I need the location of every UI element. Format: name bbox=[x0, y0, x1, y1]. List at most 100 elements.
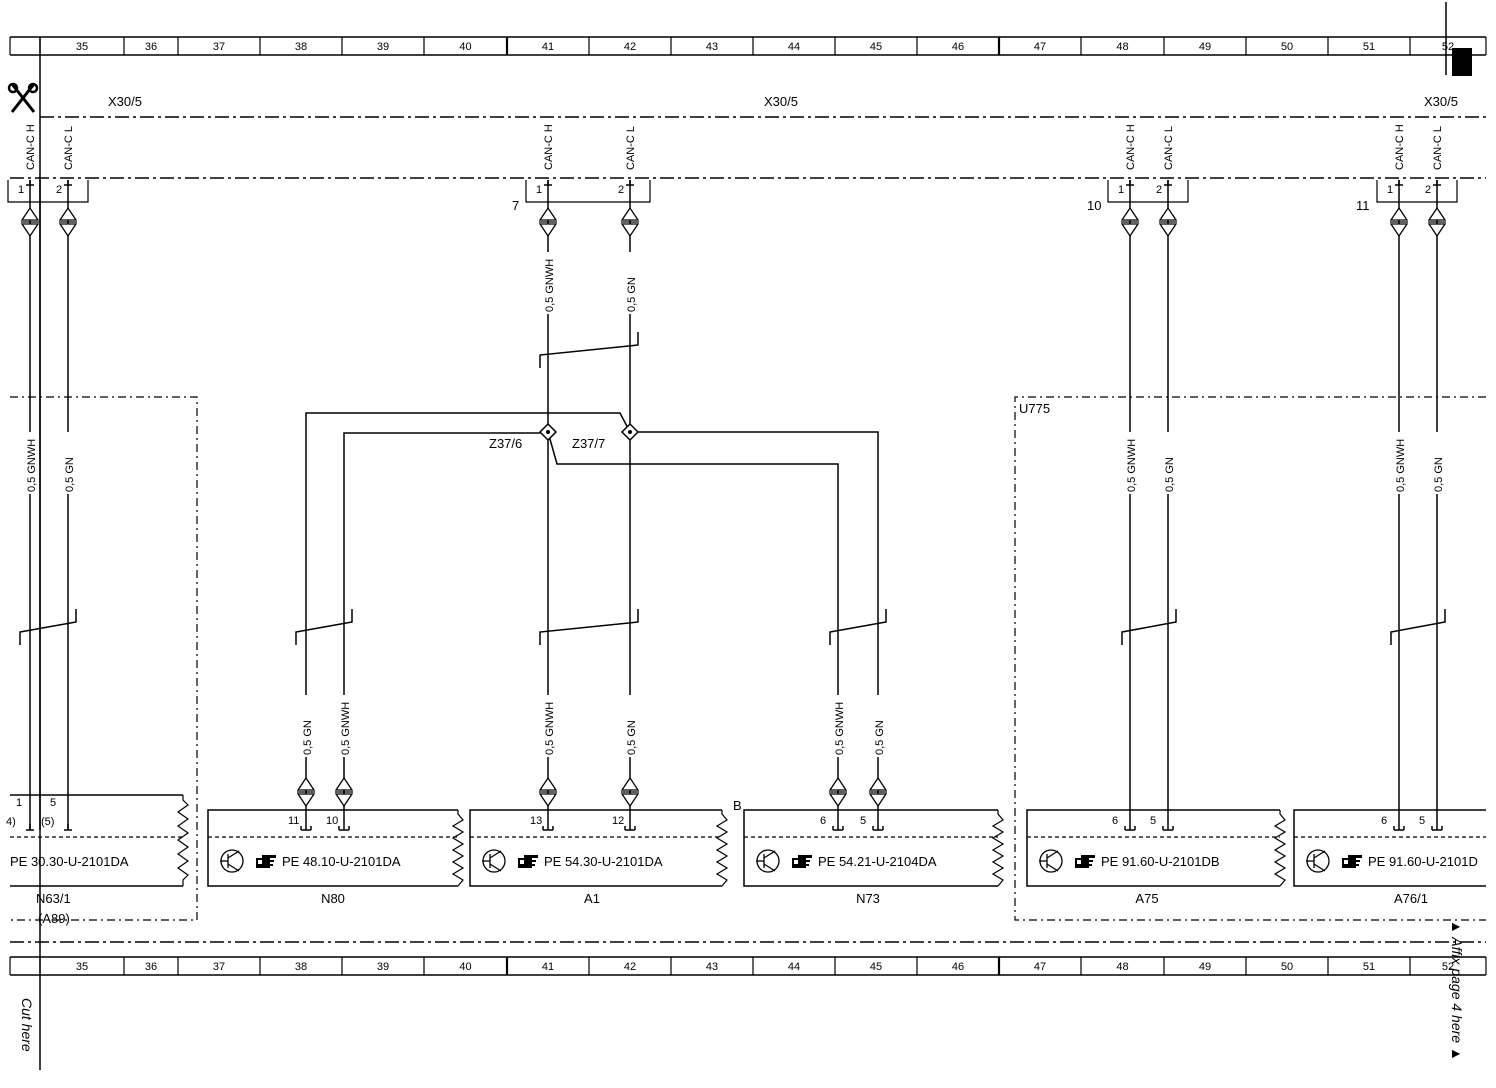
pointing-hand-icon bbox=[1342, 855, 1362, 868]
top-pin-1-1: 2 bbox=[618, 184, 624, 196]
module-doc-ref-3: PE 91.60-U-2101DB bbox=[1101, 854, 1220, 869]
grid-col-top-12: 47 bbox=[1034, 41, 1046, 53]
can-c-l-label: CAN-C L bbox=[1432, 126, 1444, 170]
pointing-hand-icon bbox=[256, 855, 276, 868]
wire-labels: 0,5 GNWH 0,5 GN 0,5 GNWH 0,5 GN 0,5 GNWH 0,5 … bbox=[23, 252, 1445, 757]
grid-col-bottom-0: 35 bbox=[76, 961, 88, 973]
splice-label-z37-6: Z37/6 bbox=[489, 436, 522, 451]
module-name-4: A76/1 bbox=[1394, 891, 1428, 906]
module-doc-ref-4: PE 91.60-U-2101D bbox=[1368, 854, 1478, 869]
affix-page-text: ▲ Affix page 4 here ▲ bbox=[1449, 920, 1465, 1061]
grid-col-bottom-1: 36 bbox=[145, 961, 157, 973]
can-c-l-label: CAN-C L bbox=[625, 126, 637, 170]
top-pin-3-1: 2 bbox=[1425, 184, 1431, 196]
grid-col-bottom-5: 40 bbox=[459, 961, 471, 973]
connector-label-x30-5-right: X30/5 bbox=[1424, 94, 1458, 109]
module-name-1: A1 bbox=[584, 891, 600, 906]
can-c-h-label: CAN-C H bbox=[25, 124, 37, 170]
grid-col-bottom-15: 50 bbox=[1281, 961, 1293, 973]
inline-connector-top-2 bbox=[538, 206, 558, 238]
transistor-icon bbox=[756, 849, 780, 873]
can-c-l-label: CAN-C L bbox=[63, 126, 75, 170]
grid-col-top-2: 37 bbox=[213, 41, 225, 53]
module-doc-ref-2: PE 54.21-U-2104DA bbox=[818, 854, 937, 869]
module-pin-1-1: 12 bbox=[612, 815, 624, 827]
grid-col-top-15: 50 bbox=[1281, 41, 1293, 53]
wire-label-top-gnwh: 0,5 GNWH bbox=[544, 259, 556, 312]
can-c-h-label: CAN-C H bbox=[543, 124, 555, 170]
module-a75: 6 5 PE 91.60-U-2101DB A75 bbox=[1026, 809, 1287, 906]
grid-col-top-6: 41 bbox=[542, 41, 554, 53]
inline-connector-top-5 bbox=[1158, 206, 1178, 238]
cut-here-text: Cut here bbox=[19, 998, 35, 1052]
n63-pin-alt-5: (5) bbox=[41, 816, 54, 828]
top-group-number-3: 11 bbox=[1356, 198, 1370, 213]
grid-col-top-1: 36 bbox=[145, 41, 157, 53]
inline-connector-top-0 bbox=[20, 206, 40, 238]
top-connector-groups: CAN-C H CAN-C L 1 2 CAN-C H CAN-C L 1 2 7 CAN-C H… bbox=[7, 124, 1458, 213]
n63-doc-ref: PE 30.30-U-2101DA bbox=[10, 854, 129, 869]
scissors-icon bbox=[7, 82, 39, 113]
grid-col-bottom-10: 45 bbox=[870, 961, 882, 973]
grid-col-bottom-7: 42 bbox=[624, 961, 636, 973]
can-c-h-label: CAN-C H bbox=[1394, 124, 1406, 170]
module-n63-1: 1 5 4) (5) PE 30.30-U-2101DA N63/1 (A89) bbox=[6, 795, 190, 926]
grid-col-top-16: 51 bbox=[1363, 41, 1375, 53]
module-pin-1-0: 13 bbox=[530, 815, 542, 827]
top-pin-0-0: 1 bbox=[18, 184, 24, 196]
splice-z37-6 bbox=[538, 422, 558, 442]
wire-label-mid-2: 0,5 GNWH bbox=[1126, 439, 1138, 492]
grid-col-top-13: 48 bbox=[1116, 41, 1128, 53]
grid-col-bottom-8: 43 bbox=[706, 961, 718, 973]
top-connector-group-3: CAN-C H CAN-C L 1 2 11 bbox=[1356, 124, 1458, 213]
wire-label-mid-0: 0,5 GNWH bbox=[26, 439, 38, 492]
module-doc-ref-1: PE 54.30-U-2101DA bbox=[544, 854, 663, 869]
inline-connector-top-3 bbox=[620, 206, 640, 238]
grid-col-bottom-11: 46 bbox=[952, 961, 964, 973]
module-pin-3-1: 5 bbox=[1150, 815, 1156, 827]
pointing-hand-icon bbox=[792, 855, 812, 868]
grid-col-top-3: 38 bbox=[295, 41, 307, 53]
top-group-number-1: 7 bbox=[512, 198, 519, 213]
wire-label-low-1: 0,5 GNWH bbox=[340, 702, 352, 755]
wire-label-top-gn: 0,5 GN bbox=[626, 277, 638, 312]
inline-connectors bbox=[20, 206, 1447, 808]
twist-markers bbox=[19, 332, 1446, 645]
inline-connector-bottom-2 bbox=[538, 776, 558, 808]
can-c-l-label: CAN-C L bbox=[1163, 126, 1175, 170]
inline-connector-top-7 bbox=[1427, 206, 1447, 238]
pointing-hand-icon bbox=[1075, 855, 1095, 868]
module-pin-3-0: 6 bbox=[1112, 815, 1118, 827]
transistor-icon bbox=[1306, 849, 1330, 873]
top-pin-0-1: 2 bbox=[56, 184, 62, 196]
module-name-0: N80 bbox=[321, 891, 345, 906]
can-c-h-label: CAN-C H bbox=[1125, 124, 1137, 170]
top-pin-3-0: 1 bbox=[1387, 184, 1393, 196]
inline-connector-top-4 bbox=[1120, 206, 1140, 238]
n63-pin-1: 1 bbox=[16, 797, 22, 809]
grid-col-bottom-9: 44 bbox=[788, 961, 800, 973]
wire-label-low-0: 0,5 GN bbox=[302, 720, 314, 755]
module-pin-0-1: 10 bbox=[326, 815, 338, 827]
wire-label-low-5: 0,5 GN bbox=[874, 720, 886, 755]
grid-col-top-9: 44 bbox=[788, 41, 800, 53]
grid-col-bottom-13: 48 bbox=[1116, 961, 1128, 973]
module-name-3: A75 bbox=[1135, 891, 1158, 906]
top-pin-2-1: 2 bbox=[1156, 184, 1162, 196]
label-b: B bbox=[733, 798, 742, 813]
wire-label-low-2: 0,5 GNWH bbox=[544, 702, 556, 755]
grid-col-top-10: 45 bbox=[870, 41, 882, 53]
transistor-icon bbox=[1039, 849, 1063, 873]
grid-col-top-0: 35 bbox=[76, 41, 88, 53]
module-doc-ref-0: PE 48.10-U-2101DA bbox=[282, 854, 401, 869]
n63-alt-name: (A89) bbox=[38, 911, 70, 926]
wire-label-mid-5: 0,5 GN bbox=[1433, 457, 1445, 492]
connector-label-x30-5-left: X30/5 bbox=[108, 94, 142, 109]
grid-col-top-7: 42 bbox=[624, 41, 636, 53]
module-pin-2-1: 5 bbox=[860, 815, 866, 827]
